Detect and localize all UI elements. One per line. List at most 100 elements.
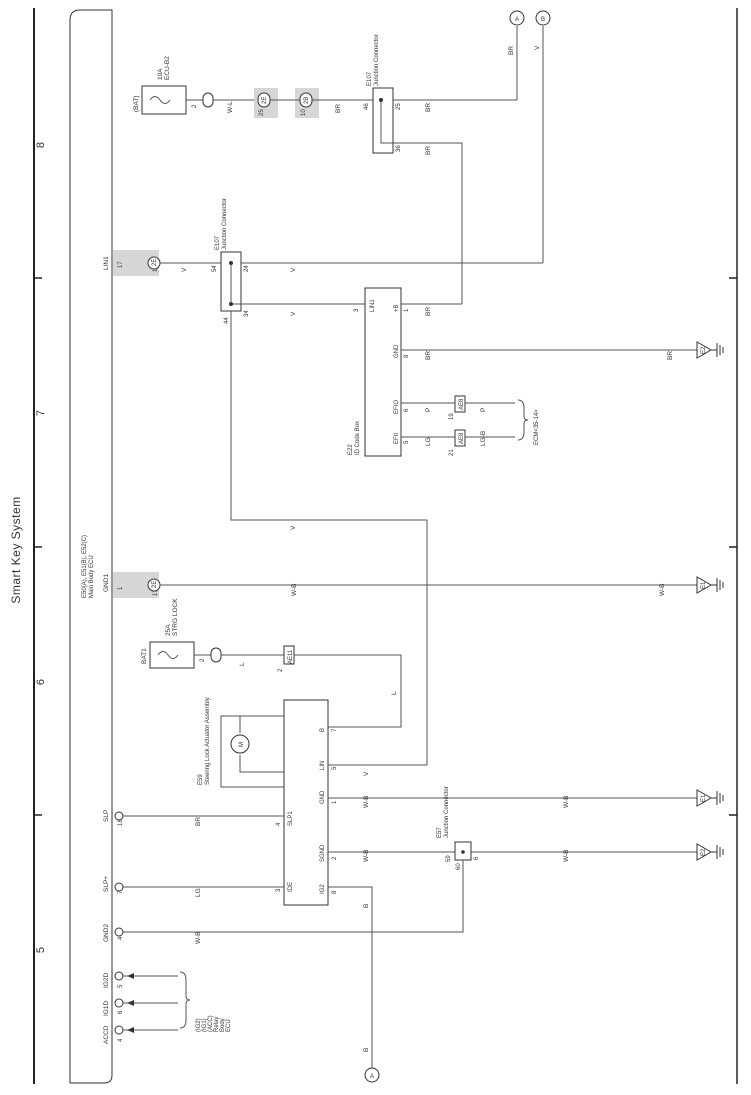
connector-icon: [210, 647, 222, 663]
svg-text:BR: BR: [425, 307, 432, 316]
svg-text:W-B: W-B: [659, 583, 666, 596]
svg-text:BR: BR: [508, 46, 515, 55]
svg-text:BR: BR: [667, 351, 674, 360]
svg-text:P: P: [425, 408, 432, 412]
svg-text:ID Code Box: ID Code Box: [355, 421, 361, 455]
offpage-connector-a: [509, 10, 525, 26]
svg-text:A: A: [370, 1074, 374, 1080]
ig-note: (IG2) (IG1) (ACC) Relay Body ECU: [196, 1015, 232, 1032]
svg-text:7: 7: [332, 728, 338, 732]
pin-name-lin1: LIN1: [103, 256, 110, 270]
pin-terminal: [114, 998, 124, 1008]
svg-text:AE11: AE11: [288, 649, 294, 664]
offpage-connector-a: [364, 1067, 380, 1083]
id-code-box-e22: [364, 287, 402, 457]
svg-text:E57: E57: [437, 827, 443, 838]
svg-text:E22: E22: [348, 444, 354, 455]
svg-text:E1: E1: [701, 581, 707, 589]
svg-text:3: 3: [276, 888, 282, 892]
svg-text:2: 2: [192, 104, 198, 108]
svg-text:10: 10: [301, 109, 307, 116]
pin-name-ig2d: IG2D: [103, 973, 110, 988]
arrow-icon: [127, 1000, 134, 1006]
svg-text:25: 25: [396, 103, 402, 110]
pin-name-gnd1: GND1: [103, 574, 110, 592]
svg-text:5: 5: [332, 766, 338, 770]
svg-text:GND: GND: [320, 790, 326, 804]
svg-text:W-B: W-B: [363, 849, 370, 862]
svg-text:8: 8: [332, 890, 338, 894]
fuse-name: STRG LOCK: [172, 598, 179, 636]
fuse-source: BAT1: [141, 648, 148, 664]
svg-text:4: 4: [118, 1038, 124, 1042]
svg-text:Body: Body: [220, 1018, 226, 1032]
ecu-name: Main Body ECU: [89, 555, 95, 598]
svg-text:V: V: [290, 525, 297, 530]
section-number: 5: [35, 947, 47, 953]
svg-text:17: 17: [118, 261, 124, 268]
connector-ae8: [454, 395, 466, 413]
svg-text:LIN: LIN: [320, 761, 326, 770]
svg-text:Steering Lock Actuator Assembl: Steering Lock Actuator Assembly: [205, 697, 211, 785]
svg-text:54: 54: [212, 265, 218, 272]
svg-text:1: 1: [404, 308, 410, 312]
svg-text:1: 1: [118, 586, 124, 590]
svg-text:19: 19: [449, 413, 455, 420]
svg-text:GND: GND: [394, 344, 400, 358]
pin-terminal: [114, 1025, 124, 1035]
svg-text:B: B: [363, 1048, 370, 1052]
fuse-icon: [157, 651, 179, 659]
svg-text:2: 2: [278, 668, 284, 672]
ground-icon: [696, 576, 724, 594]
svg-text:AE8: AE8: [459, 432, 465, 444]
pin-terminal: [114, 882, 124, 892]
svg-text:W-B: W-B: [291, 583, 298, 596]
fuse-icon: [149, 96, 171, 104]
svg-text:LG: LG: [425, 437, 432, 446]
svg-text:V: V: [290, 311, 297, 316]
svg-text:B: B: [541, 17, 545, 23]
svg-text:1: 1: [332, 800, 338, 804]
svg-text:Junction Connector: Junction Connector: [374, 34, 380, 86]
svg-text:EFII: EFII: [394, 433, 400, 444]
ecu-id: E50(A), E51(B), E52(C): [82, 535, 88, 598]
wire-color: W-L: [227, 101, 234, 113]
svg-text:B: B: [363, 904, 370, 908]
pin-terminal: [114, 811, 124, 821]
svg-text:Junction Connector: Junction Connector: [222, 198, 228, 250]
svg-text:24: 24: [244, 265, 250, 272]
svg-text:SGND: SGND: [320, 844, 326, 862]
svg-text:IDE: IDE: [288, 882, 294, 892]
svg-text:6: 6: [474, 856, 480, 860]
svg-text:BR: BR: [425, 103, 432, 112]
ground-icon: [696, 789, 724, 807]
brace-icon: [517, 399, 529, 441]
svg-text:3: 3: [354, 308, 360, 312]
svg-text:V: V: [363, 771, 370, 776]
section-number: 7: [35, 410, 47, 416]
svg-text:2E: 2E: [152, 259, 158, 266]
svg-text:21: 21: [449, 449, 455, 456]
section-ticks: [34, 277, 737, 816]
svg-text:LIN1: LIN1: [370, 299, 376, 312]
svg-text:SLP1: SLP1: [288, 811, 294, 826]
svg-text:(ACC): (ACC): [208, 1015, 214, 1032]
svg-text:BR: BR: [425, 351, 432, 360]
junction-e107-top: [372, 87, 394, 154]
svg-text:+B: +B: [394, 304, 400, 312]
svg-text:W-B: W-B: [563, 795, 570, 808]
svg-text:L: L: [391, 691, 398, 695]
section-number: 8: [35, 142, 47, 148]
connector-icon: [202, 92, 214, 108]
svg-text:2B: 2B: [304, 97, 310, 104]
svg-text:34: 34: [244, 310, 250, 317]
svg-text:LG: LG: [195, 888, 202, 897]
wire-color: BR: [335, 104, 342, 113]
connector-ae8: [454, 429, 466, 447]
svg-text:E59: E59: [198, 774, 204, 785]
svg-text:BR: BR: [425, 146, 432, 155]
svg-text:L: L: [239, 662, 246, 666]
ecm-destination: ECM<35-14>: [534, 409, 540, 445]
svg-text:44: 44: [224, 317, 230, 324]
